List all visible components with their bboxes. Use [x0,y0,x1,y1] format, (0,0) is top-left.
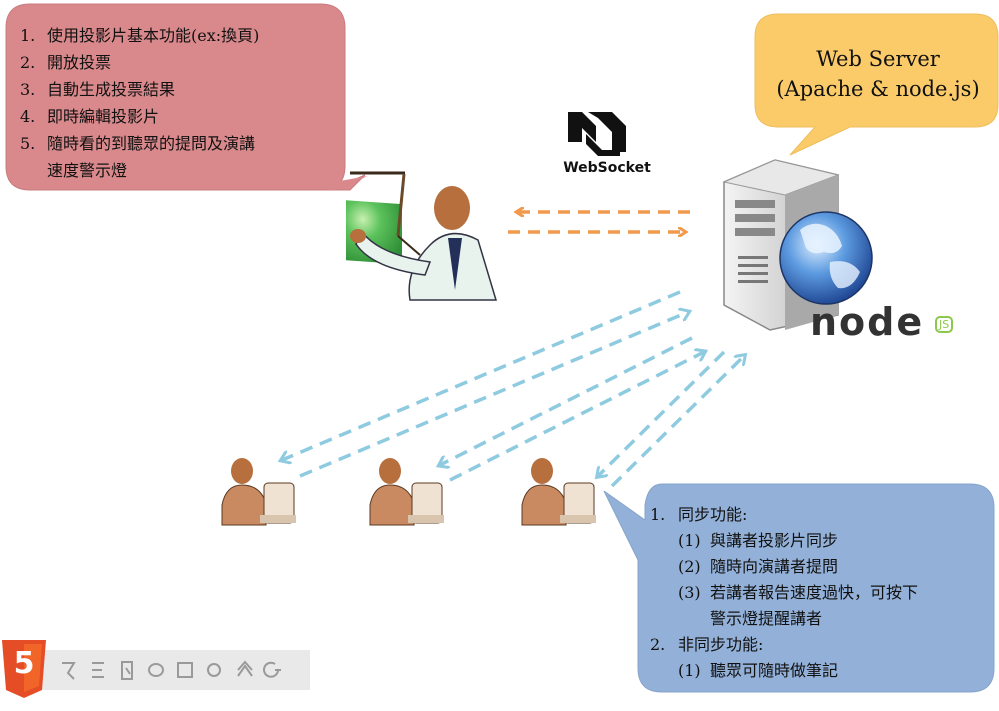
nodejs-logo: node [810,300,925,344]
performance-icon [237,660,253,677]
sync-item: (1)與講者投影片同步 [678,531,839,550]
html5-badge-number: 5 [13,646,35,681]
nodejs-js-badge: JS [935,316,954,333]
websocket-icon [568,112,626,156]
features-bubble [5,3,368,191]
html5-bar [2,640,310,698]
sync-heading: 1.同步功能: [650,505,748,524]
sync-item-continuation: 警示燈提醒講者 [710,609,823,628]
feature-item: 3.自動生成投票結果 [20,80,176,99]
client-arrows [282,290,744,488]
async-item: (1)聽眾可隨時做筆記 [678,661,839,680]
offline-icon [92,662,104,678]
audience-member-1 [221,458,296,526]
gear-icon [207,663,221,677]
audience-member-2 [369,458,444,526]
websocket-arrows [508,212,690,232]
audience-bubble [603,483,995,693]
server-subtitle: (Apache & node.js) [776,77,980,101]
multimedia-icon [177,662,193,678]
features-list: 1.使用投影片基本功能(ex:換頁) 2.開放投票 3.自動生成投票結果 4.即… [20,22,330,184]
html5-feature-icons [62,660,281,680]
device-icon [121,661,133,680]
connectivity-icon [148,663,164,677]
semantics-icon [62,662,76,680]
websocket-label: WebSocket [563,160,651,176]
async-heading: 2.非同步功能: [650,635,764,654]
presenter-figure [346,171,498,301]
sync-item: (2)隨時向演講者提問 [678,557,839,576]
server-title: Web Server [816,47,940,71]
globe-icon [779,211,873,305]
feature-item-continuation: 速度警示燈 [47,161,128,180]
server-bubble [754,13,999,156]
audience-features: 1.同步功能: (1)與講者投影片同步 (2)隨時向演講者提問 (3)若講者報告… [650,502,980,684]
style-icon [263,661,281,678]
feature-item: 2.開放投票 [20,53,112,72]
feature-item: 5.隨時看的到聽眾的提問及演講 [20,134,256,153]
feature-item: 1.使用投影片基本功能(ex:換頁) [20,26,260,45]
audience-member-3 [521,458,596,526]
server-label: Web Server (Apache & node.js) [758,44,998,104]
sync-item: (3)若講者報告速度過快，可按下 [678,583,919,602]
feature-item: 4.即時編輯投影片 [20,107,160,126]
